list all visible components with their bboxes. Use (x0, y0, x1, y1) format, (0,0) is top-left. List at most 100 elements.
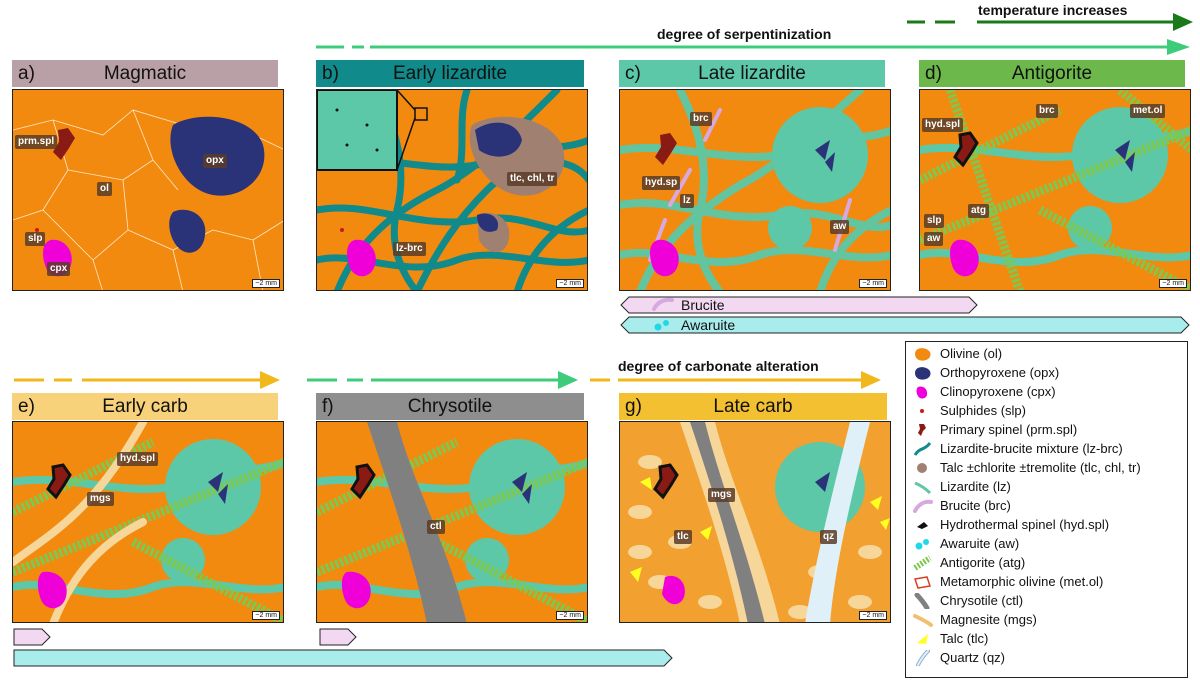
serp-arrow-f (307, 371, 578, 389)
panel-header-d: d) Antigorite (919, 60, 1185, 87)
label-lz-brc: lz-brc (393, 242, 426, 256)
legend-item: Brucite (brc) (912, 496, 1011, 515)
panel-e-early-carb: hyd.spl mgs ~2 mm (12, 421, 284, 623)
label-hyd-sp: hyd.sp (642, 176, 681, 190)
panel-title: Antigorite (1011, 63, 1093, 84)
scale-bar: ~2 mm (556, 611, 584, 620)
sulphides-icon (920, 408, 924, 413)
quartz-icon (916, 649, 930, 666)
carbonate-label: degree of carbonate alteration (618, 358, 819, 374)
legend-label: Magnesite (mgs) (940, 612, 1037, 627)
legend-label: Quartz (qz) (940, 650, 1006, 665)
panel-header-b: b) Early lizardite (316, 60, 584, 87)
legend-label: Clinopyroxene (cpx) (940, 384, 1056, 399)
label-brc: brc (1036, 104, 1058, 118)
awaruite-bar-label: Awaruite (681, 317, 736, 333)
label-hyd-spl: hyd.spl (117, 452, 159, 466)
scale-bar: ~2 mm (556, 279, 584, 288)
brucite-icon (913, 499, 933, 513)
lizardite-brucite-icon (913, 441, 932, 456)
serpentinization-arrow (316, 39, 1190, 55)
panel-header-e: e) Early carb (12, 393, 278, 420)
label-tlc: tlc (674, 530, 692, 544)
legend-label: Sulphides (slp) (940, 403, 1026, 418)
panel-header-c: c) Late lizardite (619, 60, 885, 87)
legend-label: Hydrothermal spinel (hyd.spl) (940, 517, 1110, 532)
legend-label: Talc ±chlorite ±tremolite (tlc, chl, tr) (940, 460, 1141, 475)
panel-letter: g) (625, 396, 642, 417)
panel-title: Early lizardite (392, 63, 508, 84)
awaruite-icon (915, 538, 929, 549)
legend-item: Talc (tlc) (912, 629, 988, 648)
hydrothermal-spinel-icon (917, 521, 928, 529)
label-opx: opx (203, 154, 227, 168)
legend-item: Magnesite (mgs) (912, 610, 1037, 629)
chrysotile-icon (914, 592, 930, 609)
legend-label: Orthopyroxene (opx) (940, 365, 1060, 380)
label-slp: slp (924, 214, 945, 228)
panel-title: Late carb (713, 396, 793, 417)
label-qz: qz (820, 530, 838, 544)
scale-bar: ~2 mm (252, 279, 280, 288)
talc-chlorite-icon (917, 462, 927, 473)
label-ctl: ctl (427, 520, 445, 534)
panel-letter: d) (925, 63, 942, 84)
antigorite-icon (913, 555, 932, 570)
panel-f-chrysotile: ctl ~2 mm (316, 421, 588, 623)
legend-label: Antigorite (atg) (940, 555, 1026, 570)
carb-arrow-e (14, 371, 280, 389)
metamorphic-olivine-icon (914, 575, 931, 589)
legend-label: Awaruite (aw) (940, 536, 1020, 551)
label-cpx: cpx (47, 262, 71, 276)
panel-title: Magmatic (103, 63, 187, 84)
label-ol: ol (97, 182, 112, 196)
awaruite-icon (654, 320, 669, 331)
legend-item: Awaruite (aw) (912, 534, 1019, 553)
awaruite-range-bar (620, 316, 1190, 334)
label-aw: aw (924, 232, 944, 246)
brucite-bar-label: Brucite (681, 297, 725, 313)
scale-bar: ~2 mm (859, 611, 887, 620)
panel-header-g: g) Late carb (619, 393, 887, 420)
label-mgs: mgs (708, 488, 735, 502)
legend-label: Primary spinel (prm.spl) (940, 422, 1078, 437)
legend-item: Antigorite (atg) (912, 553, 1025, 572)
label-met-ol: met.ol (1130, 104, 1166, 118)
brucite-short-bar-e (13, 628, 51, 646)
panel-letter: e) (18, 396, 35, 417)
label-atg: atg (968, 204, 989, 218)
brucite-short-bar-f (319, 628, 357, 646)
legend-item: Olivine (ol) (912, 344, 1002, 363)
panel-letter: f) (322, 396, 334, 417)
legend-item: Talc ±chlorite ±tremolite (tlc, chl, tr) (912, 458, 1141, 477)
panel-g-late-carb: mgs tlc qz ~2 mm (619, 421, 891, 623)
serpentinization-label: degree of serpentinization (657, 26, 832, 42)
panel-header-f: f) Chrysotile (316, 393, 584, 420)
legend-item: Lizardite-brucite mixture (lz-brc) (912, 439, 1123, 458)
talc-icon (917, 633, 928, 644)
panel-title: Early carb (102, 396, 188, 417)
orthopyroxene-icon (915, 366, 931, 380)
magnesite-icon (913, 613, 933, 627)
legend-item: Primary spinel (prm.spl) (912, 420, 1077, 439)
legend-label: Talc (tlc) (940, 631, 989, 646)
legend-label: Lizardite-brucite mixture (lz-brc) (940, 441, 1123, 456)
brucite-icon (652, 297, 674, 311)
label-lz: lz (680, 194, 694, 208)
label-mgs: mgs (87, 492, 114, 506)
panel-letter: a) (18, 63, 35, 84)
legend-item: Metamorphic olivine (met.ol) (912, 572, 1103, 591)
clinopyroxene-icon (916, 386, 928, 399)
temperature-arrow (907, 13, 1193, 31)
legend-label: Lizardite (lz) (940, 479, 1011, 494)
label-slp: slp (25, 232, 46, 246)
lizardite-icon (914, 481, 932, 494)
panel-header-a: a) Magmatic (12, 60, 278, 87)
label-tlc-chl-tr: tlc, chl, tr (507, 172, 558, 186)
legend: Olivine (ol) Orthopyroxene (opx) Clinopy… (905, 341, 1188, 678)
legend-label: Chrysotile (ctl) (940, 593, 1024, 608)
panel-letter: b) (322, 63, 339, 84)
scale-bar: ~2 mm (859, 279, 887, 288)
olivine-icon (915, 347, 931, 361)
legend-item: Lizardite (lz) (912, 477, 1011, 496)
